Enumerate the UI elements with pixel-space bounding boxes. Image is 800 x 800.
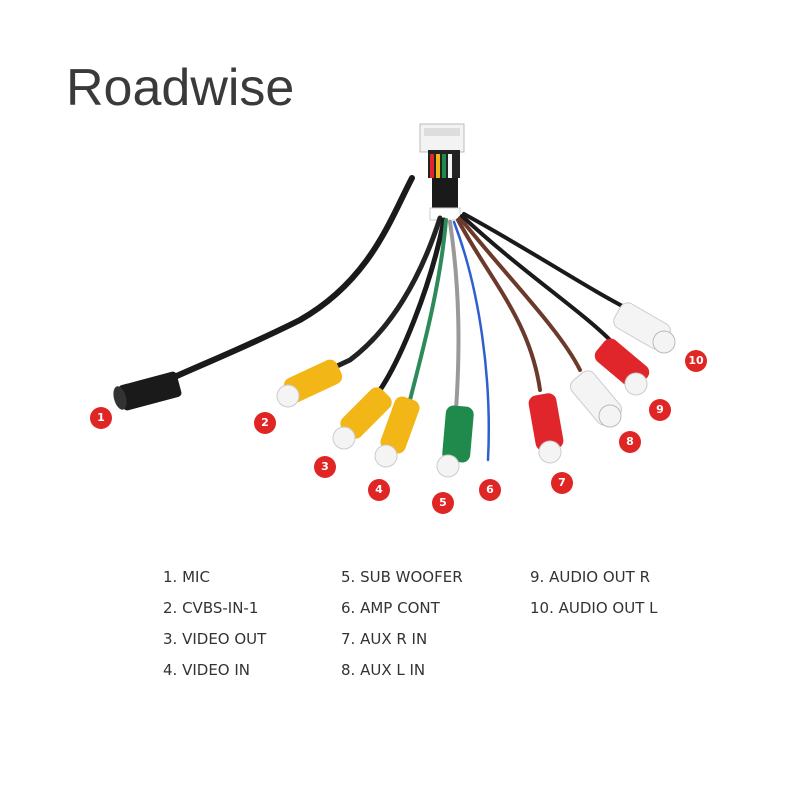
legend-item: 10. AUDIO OUT L bbox=[530, 599, 658, 617]
rca-plug-3 bbox=[332, 387, 392, 450]
legend-item: 2. CVBS-IN-1 bbox=[163, 599, 259, 617]
rca-plug-7 bbox=[528, 393, 564, 464]
rca-plug-5 bbox=[436, 405, 474, 478]
legend-item: 8. AUX L IN bbox=[341, 661, 426, 679]
callout-badge-6: 6 bbox=[479, 479, 501, 501]
callout-badge-1: 1 bbox=[90, 407, 112, 429]
callout-badge-7: 7 bbox=[551, 472, 573, 494]
mic-jack bbox=[113, 371, 182, 411]
callout-badge-4: 4 bbox=[368, 479, 390, 501]
legend-item: 9. AUDIO OUT R bbox=[530, 568, 651, 586]
callout-badge-8: 8 bbox=[619, 431, 641, 453]
legend-item: 4. VIDEO IN bbox=[163, 661, 251, 679]
callout-badge-3: 3 bbox=[314, 456, 336, 478]
callout-badge-2: 2 bbox=[254, 412, 276, 434]
brand-logo-text: Roadwise bbox=[66, 59, 295, 117]
legend-item: 5. SUB WOOFER bbox=[341, 568, 463, 586]
rca-plug-10 bbox=[613, 302, 676, 354]
harness-plug bbox=[419, 123, 465, 221]
rca-plug-8 bbox=[570, 370, 622, 428]
legend-column-3: 9. AUDIO OUT R 10. AUDIO OUT L bbox=[530, 568, 658, 630]
rca-plug-4 bbox=[374, 396, 420, 468]
legend-item: 7. AUX R IN bbox=[341, 630, 428, 648]
cable-harness-photo bbox=[113, 123, 676, 478]
callout-badge-10: 10 bbox=[685, 350, 707, 372]
rca-plug-9 bbox=[594, 338, 650, 396]
callout-badge-9: 9 bbox=[649, 399, 671, 421]
wire-bundle bbox=[165, 175, 632, 462]
legend-item: 3. VIDEO OUT bbox=[163, 630, 267, 648]
legend-column-1: 1. MIC 2. CVBS-IN-1 3. VIDEO OUT 4. VIDE… bbox=[163, 568, 266, 692]
legend-item: 6. AMP CONT bbox=[341, 599, 440, 617]
legend-column-2: 5. SUB WOOFER 6. AMP CONT 7. AUX R IN 8.… bbox=[341, 568, 463, 692]
callout-badge-5: 5 bbox=[432, 492, 454, 514]
legend-item: 1. MIC bbox=[163, 568, 210, 586]
rca-plug-2 bbox=[276, 359, 343, 408]
